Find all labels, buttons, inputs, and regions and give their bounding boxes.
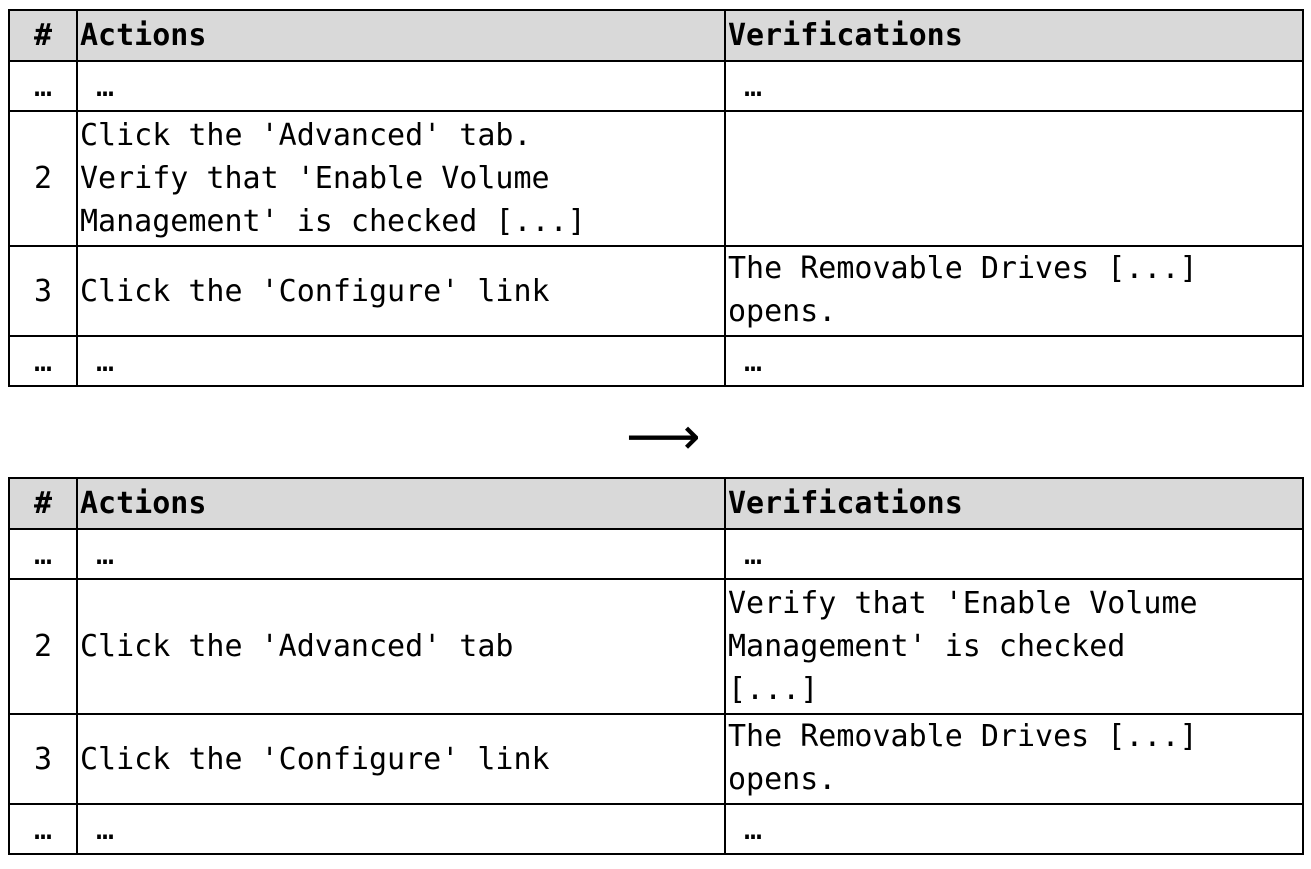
- ellipsis-row-top: … … …: [8, 60, 1304, 112]
- ellipsis-cell: …: [76, 803, 726, 855]
- ellipsis-row-bottom: … … …: [8, 803, 1304, 855]
- step-verification: [724, 110, 1304, 247]
- ellipsis-cell: …: [8, 60, 78, 112]
- ellipsis-text: …: [96, 343, 115, 379]
- header-row: # Actions Verifications: [8, 9, 1304, 62]
- step-verification: The Removable Drives [...] opens.: [724, 245, 1304, 337]
- ellipsis-text: …: [744, 536, 763, 572]
- column-header-actions: Actions: [76, 9, 726, 62]
- ellipsis-cell: …: [8, 335, 78, 387]
- step-number: 2: [8, 110, 78, 247]
- before-steps-table: # Actions Verifications … … … 2 Click th…: [8, 9, 1304, 387]
- ellipsis-cell: …: [76, 335, 726, 387]
- ellipsis-text: …: [96, 811, 115, 847]
- ellipsis-cell: …: [76, 528, 726, 580]
- step-number: 3: [8, 245, 78, 337]
- ellipsis-text: …: [33, 68, 53, 104]
- column-header-number: #: [8, 9, 78, 62]
- ellipsis-text: …: [744, 343, 763, 379]
- ellipsis-row-top: … … …: [8, 528, 1304, 580]
- ellipsis-text: …: [33, 343, 53, 379]
- step-verification: Verify that 'Enable Volume Management' i…: [724, 578, 1304, 715]
- table-row-step-2: 2 Click the 'Advanced' tab. Verify that …: [8, 110, 1304, 247]
- step-number: 2: [8, 578, 78, 715]
- step-action: Click the 'Advanced' tab: [76, 578, 726, 715]
- ellipsis-row-bottom: … … …: [8, 335, 1304, 387]
- ellipsis-cell: …: [76, 60, 726, 112]
- ellipsis-cell: …: [8, 803, 78, 855]
- step-number: 3: [8, 713, 78, 805]
- ellipsis-cell: …: [8, 528, 78, 580]
- table-row-step-3: 3 Click the 'Configure' link The Removab…: [8, 245, 1304, 337]
- ellipsis-cell: …: [724, 528, 1304, 580]
- column-header-number: #: [8, 477, 78, 530]
- step-action: Click the 'Advanced' tab. Verify that 'E…: [76, 110, 726, 247]
- ellipsis-text: …: [96, 536, 115, 572]
- column-header-actions: Actions: [76, 477, 726, 530]
- step-action: Click the 'Configure' link: [76, 713, 726, 805]
- step-verification: The Removable Drives [...] opens.: [724, 713, 1304, 805]
- table-row-step-2: 2 Click the 'Advanced' tab Verify that '…: [8, 578, 1304, 715]
- ellipsis-cell: …: [724, 335, 1304, 387]
- transform-arrow-icon: ⟶: [626, 407, 701, 467]
- ellipsis-text: …: [33, 811, 53, 847]
- ellipsis-cell: …: [724, 803, 1304, 855]
- column-header-verifications: Verifications: [724, 477, 1304, 530]
- step-action: Click the 'Configure' link: [76, 245, 726, 337]
- ellipsis-text: …: [33, 536, 53, 572]
- ellipsis-text: …: [744, 811, 763, 847]
- header-row: # Actions Verifications: [8, 477, 1304, 530]
- ellipsis-text: …: [744, 68, 763, 104]
- table-row-step-3: 3 Click the 'Configure' link The Removab…: [8, 713, 1304, 805]
- column-header-verifications: Verifications: [724, 9, 1304, 62]
- after-steps-table: # Actions Verifications … … … 2 Click th…: [8, 477, 1304, 855]
- ellipsis-cell: …: [724, 60, 1304, 112]
- ellipsis-text: …: [96, 68, 115, 104]
